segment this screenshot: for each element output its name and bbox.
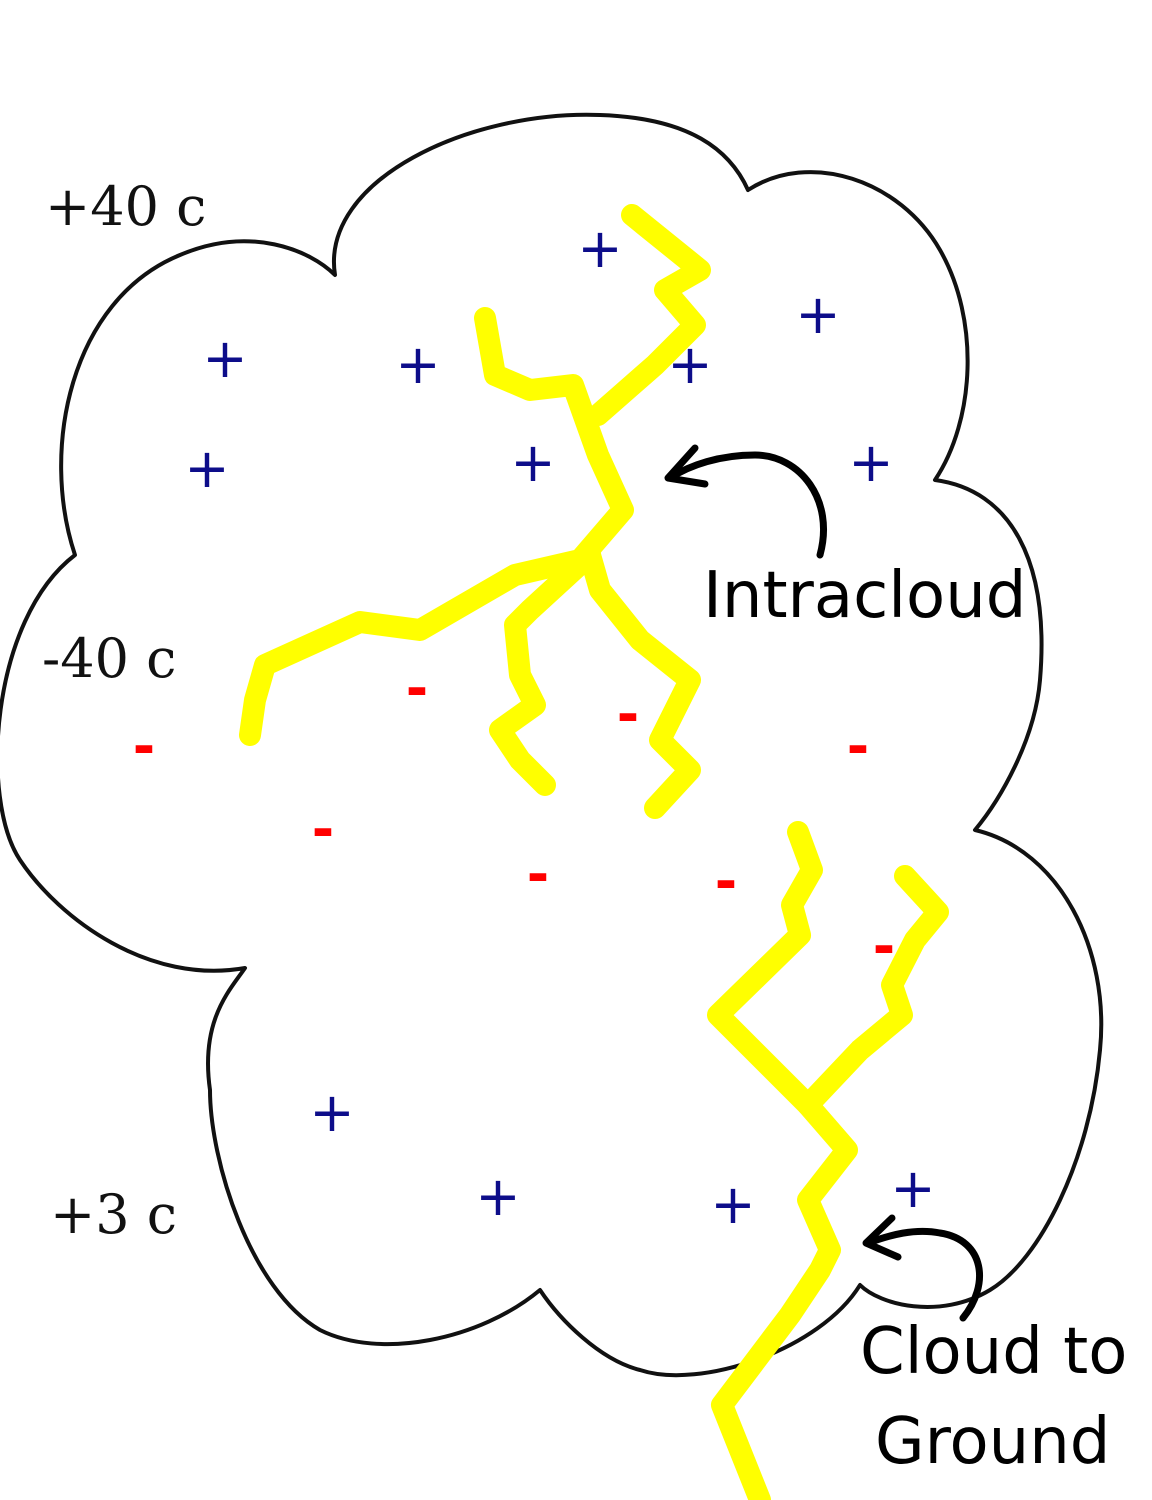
temp-label-bottom: +3 c (50, 1183, 177, 1246)
positive-charge: + (710, 1173, 755, 1236)
negative-charge: - (527, 843, 549, 906)
intracloud-label: Intracloud (703, 559, 1026, 633)
negative-charges-middle: - - - - - - - - (133, 657, 895, 978)
cloud-to-ground-arrow (862, 1214, 983, 1322)
positive-charges-upper: + + + + + + + + (184, 217, 893, 500)
positive-charge: + (577, 217, 622, 280)
intracloud-lightning-top-branch (587, 204, 711, 426)
positive-charge: + (184, 437, 229, 500)
negative-charge: - (406, 657, 428, 720)
intracloud-arrow (664, 444, 828, 559)
intracloud-lightning (239, 204, 711, 819)
positive-charge: + (890, 1157, 935, 1220)
positive-charge: + (510, 431, 555, 494)
positive-charges-lower: + + + + (309, 1081, 935, 1236)
negative-charge: - (847, 715, 869, 778)
temp-label-top: +40 c (45, 175, 206, 238)
ground-lightning-side-branch (797, 865, 949, 1116)
positive-charge: + (395, 333, 440, 396)
positive-charge: + (475, 1165, 520, 1228)
positive-charge: + (309, 1081, 354, 1144)
negative-charge: - (312, 798, 334, 861)
cloud-to-ground-label-line2: Ground (875, 1405, 1110, 1479)
positive-charge: + (848, 431, 893, 494)
positive-charge: + (795, 283, 840, 346)
temp-label-middle: -40 c (42, 627, 176, 690)
negative-charge: - (617, 683, 639, 746)
cloud-to-ground-label-line1: Cloud to (860, 1315, 1127, 1389)
ground-lightning (707, 821, 949, 1500)
negative-charge: - (873, 915, 895, 978)
intracloud-lightning-lower-branch (489, 544, 601, 796)
negative-charge: - (133, 715, 155, 778)
negative-charge: - (715, 850, 737, 913)
positive-charge: + (202, 327, 247, 390)
cloud-outline (0, 112, 1104, 1378)
intracloud-lightning-right-branch (579, 544, 701, 819)
positive-charge: + (667, 333, 712, 396)
ground-lightning-main (707, 821, 858, 1500)
